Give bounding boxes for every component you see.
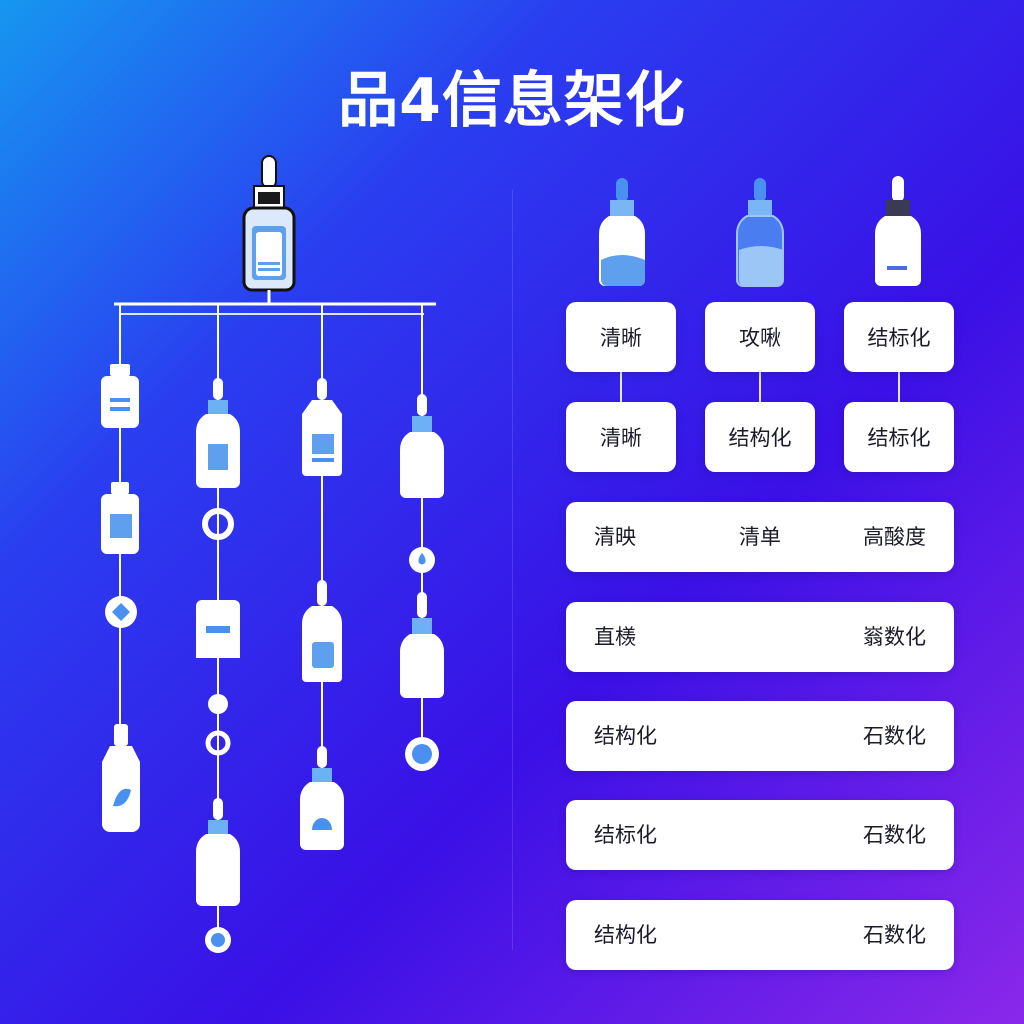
bottle-icon[interactable] <box>102 724 140 832</box>
card-clear[interactable]: 清晰 <box>566 302 676 372</box>
row-left-label: 结标化 <box>594 823 657 847</box>
dropper-bottle-icon[interactable] <box>400 394 444 498</box>
dropper-bottle-icon[interactable] <box>302 580 342 682</box>
row-center-label: 清单 <box>739 525 781 549</box>
row-right-label: 嵡数化 <box>863 625 926 649</box>
row-left-label: 直檨 <box>594 625 636 649</box>
card-connector <box>898 372 900 402</box>
page-title: 品4信息架化 <box>338 66 686 136</box>
row-right-label: 石数化 <box>863 724 926 748</box>
row-left-label: 结构化 <box>594 923 657 947</box>
card-clear-2[interactable]: 清晰 <box>566 402 676 472</box>
bottle-icon[interactable] <box>101 364 139 428</box>
info-row[interactable]: 直檨 嵡数化 <box>566 602 954 672</box>
ring-node-icon[interactable] <box>405 737 439 771</box>
ring-node-icon[interactable] <box>205 730 231 756</box>
row-right-label: 石数化 <box>863 923 926 947</box>
row-left-label: 清映 <box>594 525 636 549</box>
dropper-bottle-icon[interactable] <box>300 746 344 850</box>
row-right-label: 石数化 <box>863 823 926 847</box>
card-standardized[interactable]: 结标化 <box>844 402 954 472</box>
info-row[interactable]: 结标化 石数化 <box>566 800 954 870</box>
dropper-bottle-icon[interactable] <box>599 178 645 286</box>
card-connector <box>620 372 622 402</box>
bottle-icon[interactable] <box>196 600 240 658</box>
card-third[interactable]: 结标化 <box>844 302 954 372</box>
info-row[interactable]: 结构化 石数化 <box>566 701 954 771</box>
diamond-node-icon[interactable] <box>105 596 137 628</box>
card-second[interactable]: 攻啾 <box>705 302 815 372</box>
drop-node-icon[interactable] <box>409 547 435 573</box>
ring-node-icon[interactable] <box>205 927 231 953</box>
info-row[interactable]: 清映 清单 高酸度 <box>566 502 954 572</box>
dropper-bottle-icon[interactable] <box>196 798 240 906</box>
dropper-bottle-icon[interactable] <box>196 378 240 488</box>
dropper-bottle-icon[interactable] <box>875 176 921 286</box>
card-structured[interactable]: 结构化 <box>705 402 815 472</box>
row-left-label: 结构化 <box>594 724 657 748</box>
ring-node-icon[interactable] <box>202 508 234 540</box>
dot-node-icon[interactable] <box>208 694 228 714</box>
card-connector <box>759 372 761 402</box>
root-dropper-bottle-icon[interactable] <box>242 155 296 292</box>
info-row[interactable]: 结构化 石数化 <box>566 900 954 970</box>
dropper-bottle-icon[interactable] <box>736 178 784 287</box>
column-divider <box>512 190 513 950</box>
row-right-label: 高酸度 <box>863 525 926 549</box>
dropper-bottle-icon[interactable] <box>400 592 444 698</box>
bottle-icon[interactable] <box>101 482 139 554</box>
product-bottles <box>599 176 921 287</box>
dropper-bottle-icon[interactable] <box>302 378 342 476</box>
